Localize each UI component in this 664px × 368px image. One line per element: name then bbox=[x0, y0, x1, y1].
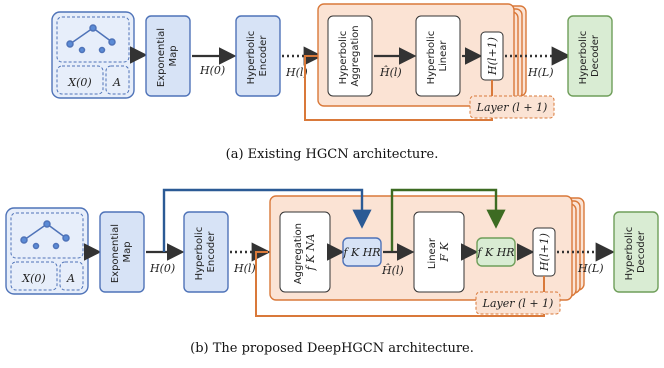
caption-b: (b) The proposed DeepHGCN architecture. bbox=[190, 341, 474, 356]
exp-map-line2-b: Map bbox=[122, 241, 133, 262]
fhr-box-2: f K HR bbox=[476, 237, 516, 267]
exp-map-line2-a: Map bbox=[168, 45, 179, 66]
encoder-line1-a: Hyperbolic bbox=[246, 31, 257, 85]
graph-icon bbox=[20, 220, 70, 250]
decoder-line1-b: Hyperbolic bbox=[624, 227, 635, 281]
aggregation-line2-b: f K NA bbox=[304, 234, 317, 272]
encoder-line2-a: Encoder bbox=[258, 35, 269, 77]
encoder-line1-b: Hyperbolic bbox=[194, 227, 205, 281]
residual-connection-green bbox=[390, 188, 506, 252]
hhat-a: Ĥ(l) bbox=[379, 65, 402, 79]
decoder-line2-a: Decoder bbox=[590, 34, 601, 77]
svg-text:Exponential Map: Exponential Map bbox=[156, 25, 179, 87]
svg-text:Linear F K: Linear F K bbox=[427, 235, 451, 269]
svg-text:Hyperbolic Encoder: Hyperbolic Encoder bbox=[246, 28, 269, 85]
svg-text:Aggregation f K NA: Aggregation f K NA bbox=[293, 220, 317, 284]
input-graph-b: X(0) A bbox=[5, 207, 89, 295]
aggregation-b: Aggregation f K NA bbox=[279, 211, 331, 293]
encoder-line2-b: Encoder bbox=[206, 231, 217, 273]
svg-text:Hyperbolic Linear: Hyperbolic Linear bbox=[426, 28, 449, 85]
layer-label-a: Layer (l + 1) bbox=[476, 101, 548, 114]
decoder-line1-a: Hyperbolic bbox=[578, 31, 589, 85]
hl-a: H(l) bbox=[285, 66, 308, 79]
input-x-b: X(0) bbox=[21, 272, 45, 285]
hL-a: H(L) bbox=[527, 66, 553, 79]
svg-text:Hyperbolic Decoder: Hyperbolic Decoder bbox=[578, 28, 601, 85]
exp-map-line1-a: Exponential bbox=[156, 28, 167, 87]
linear-a: Hyperbolic Linear bbox=[415, 15, 461, 97]
svg-text:Hyperbolic Aggregation: Hyperbolic Aggregation bbox=[338, 25, 361, 86]
hL-b: H(L) bbox=[577, 262, 603, 275]
input-a-a: A bbox=[112, 76, 121, 89]
linear-line1-b: Linear bbox=[427, 237, 438, 269]
fhr-box-1: f K HR bbox=[342, 237, 382, 267]
exp-map-b: Exponential Map bbox=[99, 211, 145, 293]
linear-line2-a: Linear bbox=[438, 40, 449, 72]
decoder-b: Hyperbolic Decoder bbox=[613, 211, 659, 293]
graph-icon bbox=[66, 24, 116, 54]
encoder-b: Hyperbolic Encoder bbox=[183, 211, 229, 293]
input-graph-a: X(0) A bbox=[51, 11, 135, 99]
input-x-a: X(0) bbox=[67, 76, 91, 89]
linear-line2-b: F K bbox=[438, 242, 451, 263]
svg-text:Hyperbolic Decoder: Hyperbolic Decoder bbox=[624, 224, 647, 281]
aggregation-line2-a: Aggregation bbox=[350, 25, 361, 86]
svg-text:Exponential Map: Exponential Map bbox=[110, 221, 133, 283]
decoder-line2-b: Decoder bbox=[636, 230, 647, 273]
hl-b: H(l) bbox=[233, 262, 256, 275]
exp-map-line1-b: Exponential bbox=[110, 224, 121, 283]
aggregation-line1-a: Hyperbolic bbox=[338, 31, 349, 85]
layer-label-b: Layer (l + 1) bbox=[482, 297, 554, 310]
caption-a: (a) Existing HGCN architecture. bbox=[226, 147, 439, 162]
hl1-box-a: H(l+1) bbox=[480, 31, 504, 81]
hl1-a: H(l+1) bbox=[486, 37, 499, 76]
residual-connection-blue bbox=[162, 188, 372, 252]
panel-b: X(0) A Exponential Map H(0) Hyperbolic E… bbox=[5, 188, 659, 356]
fhr1-label: f K HR bbox=[342, 246, 380, 259]
encoder-a: Hyperbolic Encoder bbox=[235, 15, 281, 97]
aggregation-a: Hyperbolic Aggregation bbox=[327, 15, 373, 97]
exp-map-a: Exponential Map bbox=[145, 15, 191, 97]
hhat-b: Ĥ(l) bbox=[381, 263, 404, 277]
fhr2-label: f K HR bbox=[476, 246, 514, 259]
panel-a: X(0) A Exponential Map H(0) Hyperbolic E… bbox=[51, 3, 613, 162]
decoder-a: Hyperbolic Decoder bbox=[567, 15, 613, 97]
linear-b: Linear F K bbox=[413, 211, 465, 293]
hl1-b: H(l+1) bbox=[538, 233, 551, 272]
hl1-box-b: H(l+1) bbox=[532, 227, 556, 277]
input-a-b: A bbox=[66, 272, 75, 285]
svg-text:Hyperbolic Encoder: Hyperbolic Encoder bbox=[194, 224, 217, 281]
linear-line1-a: Hyperbolic bbox=[426, 31, 437, 85]
h0-a: H(0) bbox=[199, 64, 225, 77]
h0-b: H(0) bbox=[149, 262, 175, 275]
aggregation-line1-b: Aggregation bbox=[293, 223, 304, 284]
